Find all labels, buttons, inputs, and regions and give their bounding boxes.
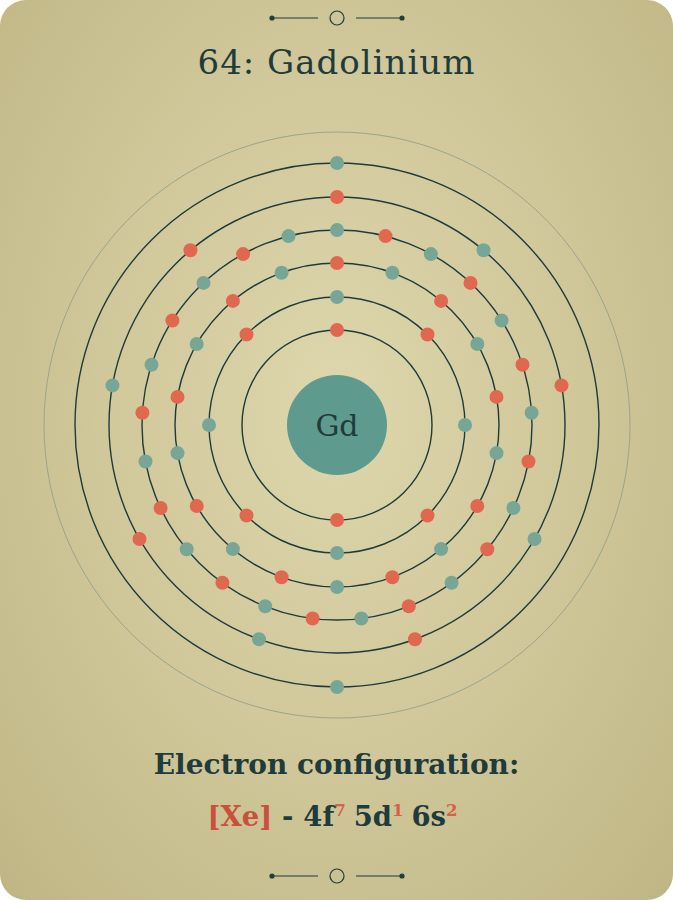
- electron: [226, 542, 240, 556]
- electron: [421, 328, 435, 342]
- electron: [183, 243, 197, 257]
- electron: [330, 546, 344, 560]
- electron: [275, 570, 289, 584]
- shell-orbit: [109, 197, 565, 653]
- dash: -: [282, 800, 293, 833]
- caption: Electron configuration:: [0, 748, 673, 781]
- electron: [330, 290, 344, 304]
- orbital: 4f: [303, 800, 334, 833]
- superscript: 7: [334, 800, 346, 820]
- electron: [385, 570, 399, 584]
- orbital: 6s: [411, 800, 446, 833]
- electron: [477, 243, 491, 257]
- electron: [525, 406, 539, 420]
- electron: [421, 509, 435, 523]
- electron: [408, 632, 422, 646]
- electron: [252, 632, 266, 646]
- electron: [171, 390, 185, 404]
- orbital: 5d: [354, 800, 392, 833]
- electron: [330, 580, 344, 594]
- electron: [330, 680, 344, 694]
- electron: [171, 446, 185, 460]
- electron: [275, 266, 289, 280]
- electron: [236, 247, 250, 261]
- electron: [402, 599, 416, 613]
- electron: [282, 229, 296, 243]
- electron: [385, 266, 399, 280]
- shell-orbit: [75, 163, 599, 687]
- electron: [226, 294, 240, 308]
- electron: [470, 337, 484, 351]
- electron: [354, 612, 368, 626]
- electron: [106, 378, 120, 392]
- electron: [470, 499, 484, 513]
- element-symbol: Gd: [315, 408, 358, 443]
- electron: [215, 576, 229, 590]
- shell-orbit: [142, 230, 532, 620]
- electron: [434, 542, 448, 556]
- shell-orbit: [209, 297, 465, 553]
- electron: [330, 190, 344, 204]
- core-notation: [Xe]: [207, 800, 272, 833]
- electron: [464, 276, 478, 290]
- electron: [555, 378, 569, 392]
- electron: [306, 612, 320, 626]
- electron: [379, 229, 393, 243]
- electron: [522, 455, 536, 469]
- electron: [165, 314, 179, 328]
- electron: [190, 499, 204, 513]
- electron: [330, 156, 344, 170]
- electron: [135, 406, 149, 420]
- electrons: [106, 156, 569, 694]
- electron: [202, 418, 216, 432]
- electron: [516, 358, 530, 372]
- electron: [240, 328, 254, 342]
- configuration: [Xe]-4f7 5d1 6s2: [6, 800, 666, 833]
- electron: [197, 276, 211, 290]
- electron-shells: [75, 163, 599, 687]
- electron: [330, 323, 344, 337]
- shell-orbit: [242, 330, 432, 520]
- electron: [434, 294, 448, 308]
- superscript: 1: [392, 800, 404, 820]
- electron: [139, 455, 153, 469]
- electron: [330, 513, 344, 527]
- nucleus: Gd: [287, 375, 387, 475]
- electron: [458, 418, 472, 432]
- electron: [258, 599, 272, 613]
- electron: [445, 576, 459, 590]
- electron: [330, 256, 344, 270]
- electron: [133, 532, 147, 546]
- electron: [330, 223, 344, 237]
- superscript: 2: [446, 800, 458, 820]
- electron: [424, 247, 438, 261]
- electron: [190, 337, 204, 351]
- electron: [180, 542, 194, 556]
- outer-ring: [44, 132, 630, 718]
- electron: [240, 509, 254, 523]
- electron: [490, 446, 504, 460]
- electron: [480, 542, 494, 556]
- electron: [528, 532, 542, 546]
- electron: [154, 501, 168, 515]
- electron: [145, 358, 159, 372]
- electron: [506, 501, 520, 515]
- electron: [490, 390, 504, 404]
- electron: [495, 314, 509, 328]
- title: 64: Gadolinium: [0, 42, 673, 82]
- shell-orbit: [175, 263, 499, 587]
